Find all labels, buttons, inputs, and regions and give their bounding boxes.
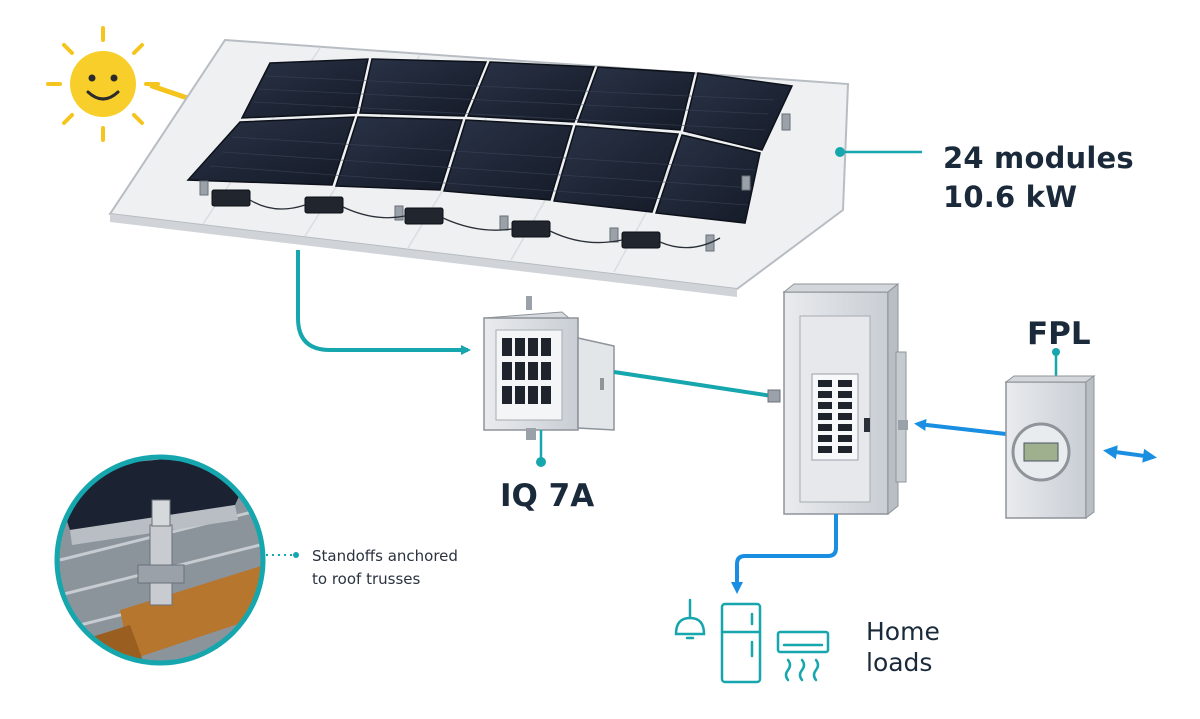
array-modules-label: 24 modules	[943, 141, 1134, 175]
sun-icon	[46, 26, 160, 142]
combiner-label: IQ 7A	[500, 478, 595, 514]
array-power-label: 10.6 kW	[943, 180, 1078, 214]
grid-import-arrow	[914, 418, 1007, 436]
standoff-detail-inset	[54, 454, 266, 666]
pendant-lamp-icon	[674, 598, 706, 640]
ac-line	[613, 370, 773, 398]
mount-caption-line1: Standoffs anchored	[312, 547, 458, 565]
home-loads-line1: Home	[866, 617, 940, 646]
solar-array	[108, 38, 850, 297]
dc-line	[296, 250, 471, 355]
refrigerator-icon	[720, 602, 762, 684]
home-loads-line2: loads	[866, 648, 933, 677]
utility-label: FPL	[1027, 316, 1091, 352]
air-conditioner-icon	[776, 630, 830, 682]
utility-meter	[1004, 348, 1096, 519]
main-service-panel	[782, 282, 908, 516]
iq-combiner-box	[482, 296, 615, 440]
grid-exchange-arrow	[1103, 445, 1157, 463]
load-feed-arrow	[731, 514, 838, 594]
mount-caption-line2: to roof trusses	[312, 570, 421, 588]
